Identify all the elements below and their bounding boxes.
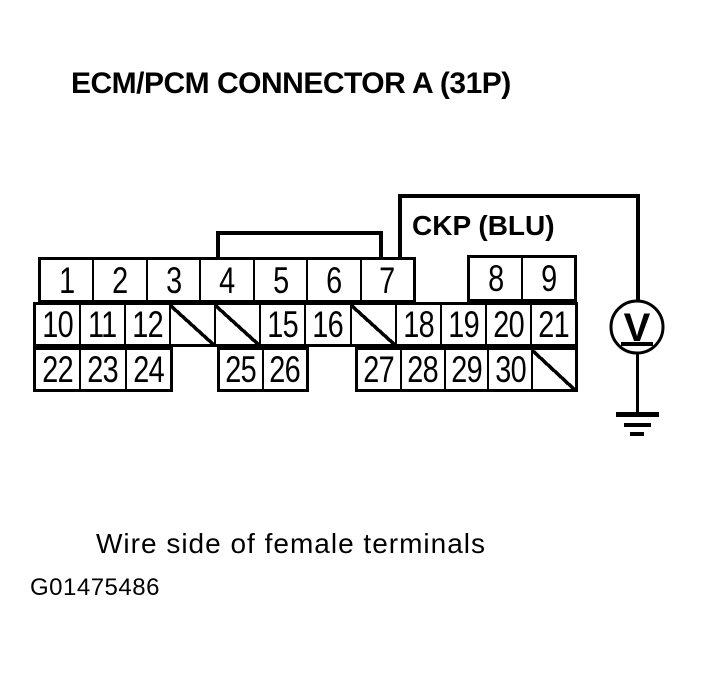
pin-cell-4: 4: [199, 260, 253, 300]
pin-cell-22: 22: [36, 350, 80, 389]
pin-cell-12: 12: [124, 305, 170, 344]
pin-number: 9: [540, 258, 557, 299]
pin-number: 3: [165, 260, 182, 300]
pin-number: 12: [132, 305, 163, 344]
pin-number: 2: [112, 260, 128, 300]
pin-cell-blocked: [349, 305, 395, 344]
connector-row2: 10 11 12 15 16 18 19 20 21: [33, 302, 578, 347]
connector-row1-main: 1 2 3 4 5 6 7: [38, 257, 416, 303]
connector-row3-mid: 25 26: [217, 347, 309, 392]
connector-row3-left: 22 23 24: [33, 347, 173, 392]
pin-cell-5: 5: [252, 260, 307, 300]
pin-number: 26: [269, 350, 301, 389]
pin-cell-24: 24: [124, 350, 170, 389]
pin-cell-2: 2: [92, 260, 146, 300]
pin-cell-9: 9: [521, 258, 574, 299]
pin-cell-25: 25: [220, 350, 262, 389]
pin-cell-10: 10: [36, 305, 80, 344]
pin-cell-19: 19: [439, 305, 485, 344]
ckp-wire-segment-vertical-left: [398, 194, 402, 258]
pin-number: 5: [272, 260, 289, 300]
voltmeter-circle: [609, 299, 665, 355]
pin-number: 24: [133, 350, 164, 389]
pin-cell-1: 1: [41, 260, 93, 300]
pin-cell-8: 8: [470, 258, 521, 299]
pin-cell-20: 20: [484, 305, 530, 344]
pin-number: 22: [42, 350, 73, 389]
pin-number: 23: [87, 350, 119, 389]
pin-number: 25: [225, 350, 257, 389]
pin-number: 4: [219, 260, 235, 300]
pin-cell-blocked: [531, 350, 575, 389]
pin-cell-7: 7: [359, 260, 413, 300]
pin-cell-11: 11: [79, 305, 125, 344]
pin-cell-21: 21: [529, 305, 575, 344]
pin-number: 21: [538, 305, 569, 344]
figure-id: G01475486: [30, 574, 160, 601]
voltmeter-icon: V: [609, 299, 665, 355]
connector-row3-right: 27 28 29 30: [355, 347, 578, 392]
pin-number: 6: [326, 260, 342, 300]
ground-bar: [624, 423, 651, 427]
pin-cell-16: 16: [304, 305, 350, 344]
diagram-title: ECM/PCM CONNECTOR A (31P): [71, 67, 511, 100]
pin-cell-15: 15: [259, 305, 305, 344]
pin-cell-27: 27: [358, 350, 400, 389]
meter-ground-wire: [636, 354, 639, 414]
pin-cell-23: 23: [79, 350, 125, 389]
pin-number: 16: [312, 305, 344, 344]
pin-number: 20: [493, 305, 524, 344]
pin-cell-blocked: [169, 305, 215, 344]
pin-number: 7: [379, 260, 396, 300]
pin-cell-blocked: [214, 305, 260, 344]
ckp-wire-label: CKP (BLU): [412, 210, 555, 241]
connector-notch: [216, 231, 383, 261]
ckp-wire-segment-vertical-right: [636, 194, 640, 301]
pin-number: 11: [88, 305, 117, 344]
pin-cell-18: 18: [394, 305, 440, 344]
pin-number: 15: [267, 305, 299, 344]
ground-bar: [616, 412, 659, 417]
pin-cell-26: 26: [262, 350, 306, 389]
pin-cell-3: 3: [145, 260, 200, 300]
ckp-wire-segment-horizontal-top: [398, 194, 640, 198]
pin-number: 18: [402, 305, 434, 344]
pin-cell-29: 29: [443, 350, 488, 389]
pin-number: 10: [42, 305, 73, 344]
pin-number: 19: [447, 305, 479, 344]
pin-number: 1: [59, 260, 75, 300]
pin-number: 28: [407, 350, 438, 389]
pin-cell-30: 30: [487, 350, 532, 389]
pin-number: 8: [487, 258, 504, 299]
pin-number: 30: [495, 350, 526, 389]
pin-cell-28: 28: [399, 350, 444, 389]
ground-bar: [630, 432, 644, 436]
pin-number: 27: [363, 350, 395, 389]
pin-cell-6: 6: [306, 260, 360, 300]
connector-row1-right: 8 9: [467, 255, 577, 302]
pin-number: 29: [451, 350, 482, 389]
caption: Wire side of female terminals: [96, 528, 487, 559]
